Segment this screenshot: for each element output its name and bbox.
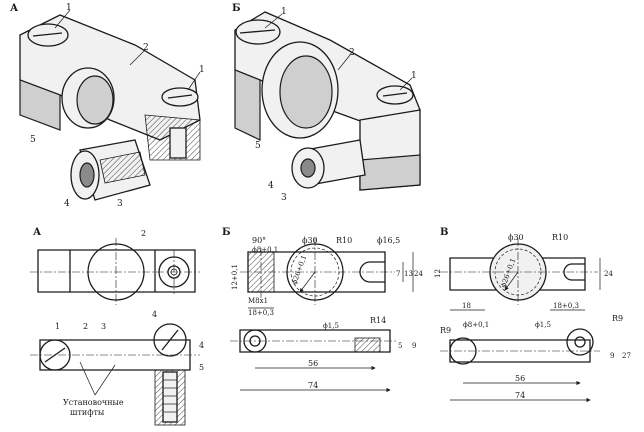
ortho-c-dim-24: 24 [604, 270, 613, 278]
ortho-b-dim-5: 5 [398, 342, 402, 350]
iso-b-callout-1: 1 [281, 7, 287, 17]
ortho-a-callout-2top: 2 [141, 229, 146, 238]
ortho-b-dim-inner-dia: ϕ26+0,1 [290, 254, 308, 286]
ortho-c-dim-56: 56 [515, 374, 525, 383]
ortho-b-letter: Б [222, 227, 231, 238]
ortho-b-front-outline [239, 329, 391, 353]
iso-b-callout-1b: 1 [411, 71, 417, 81]
ortho-a-front-outline [39, 339, 191, 371]
iso-a-callout-1b: 1 [199, 65, 205, 75]
ortho-a-letter: А [33, 227, 42, 238]
iso-b-callout-3: 3 [281, 193, 287, 203]
ortho-b-dim-r14: R14 [370, 316, 386, 325]
ortho-c-dim-big-r: R10 [552, 233, 568, 242]
ortho-b-dim-56: 56 [308, 359, 318, 368]
ortho-c-dim-big-dia: ϕ30 [508, 233, 524, 242]
ortho-a-callout-4b: 4 [199, 341, 204, 350]
ortho-c-dim-27: 27 [622, 352, 631, 360]
iso-b-callout-5: 5 [255, 141, 261, 151]
ortho-c-dim-r9b: R9 [612, 314, 623, 323]
iso-view-b: Б 1 2 1 5 4 3 [232, 3, 421, 203]
ortho-view-a: А 2 1 2 3 4 4 5 Установочные штифты [30, 227, 204, 426]
iso-b-letter: Б [232, 3, 241, 14]
iso-a-letter: А [10, 3, 19, 14]
ortho-b-dim-18: 18+0,3 [248, 309, 274, 317]
ortho-c-dim-74: 74 [515, 391, 525, 400]
ortho-b-dim-24: 24 [414, 270, 423, 278]
ortho-a-callout-5: 5 [199, 363, 204, 372]
ortho-a-note-line2: штифты [70, 408, 105, 417]
ortho-c-dim-18: 18 [462, 302, 471, 310]
ortho-b-dim-big-dia: ϕ30 [302, 236, 318, 245]
ortho-b-dim-thread: M8x1 [248, 297, 268, 305]
ortho-c-letter: В [440, 227, 448, 238]
ortho-b-dim-pin2: ϕ1,5 [323, 322, 339, 330]
ortho-c-dim-9: 9 [610, 352, 614, 360]
ortho-c-dim-pin-hole: ϕ8+0,1 [463, 321, 489, 329]
ortho-b-dim-9: 9 [412, 342, 416, 350]
ortho-b-dim-big-r: R10 [336, 236, 352, 245]
ortho-a-note-line1: Установочные [63, 398, 124, 407]
ortho-a-callout-1: 1 [55, 322, 60, 331]
iso-a-callout-2: 2 [143, 43, 149, 53]
ortho-c-dim-12: 12 [434, 269, 442, 278]
ortho-a-plan-outline [37, 249, 196, 293]
ortho-b-dim-74: 74 [308, 381, 318, 390]
ortho-b-dim-7: 7 [396, 270, 400, 278]
ortho-b-dim-small-dia: ϕ16,5 [377, 236, 400, 245]
iso-a-callout-1: 1 [66, 3, 72, 13]
ortho-b-dim-13: 13 [404, 270, 413, 278]
ortho-a-callout-2: 2 [83, 322, 88, 331]
ortho-b-dim-angle: 90° [252, 236, 266, 245]
iso-a-callout-5: 5 [30, 135, 36, 145]
ortho-view-c: В ϕ26+0,1 ϕ30 R10 12 24 18 18+0,3 R9 ϕ8+… [434, 227, 631, 403]
ortho-a-callout-4: 4 [152, 310, 157, 319]
ortho-c-dim-pin2: ϕ1,5 [535, 321, 551, 329]
iso-a-callout-4: 4 [64, 199, 70, 209]
iso-b-callout-4: 4 [268, 181, 274, 191]
ortho-c-dim-18b: 18+0,3 [553, 302, 579, 310]
iso-b-callout-2: 2 [349, 48, 355, 58]
ortho-b-dim-height-left: 12+0,1 [231, 264, 239, 290]
iso-view-a: А 1 2 1 5 4 3 [10, 3, 205, 209]
ortho-b-dim-pin-hole: ϕ8+0,1 [252, 246, 278, 254]
iso-a-callout-3: 3 [117, 199, 123, 209]
ortho-c-dim-r9a: R9 [440, 326, 451, 335]
ortho-a-callout-3: 3 [101, 322, 106, 331]
ortho-view-b: Б ϕ26+0,1 90° ϕ8+0,1 ϕ30 R10 ϕ16,5 12+0,… [222, 227, 423, 393]
iso-a-left-face [19, 79, 61, 131]
